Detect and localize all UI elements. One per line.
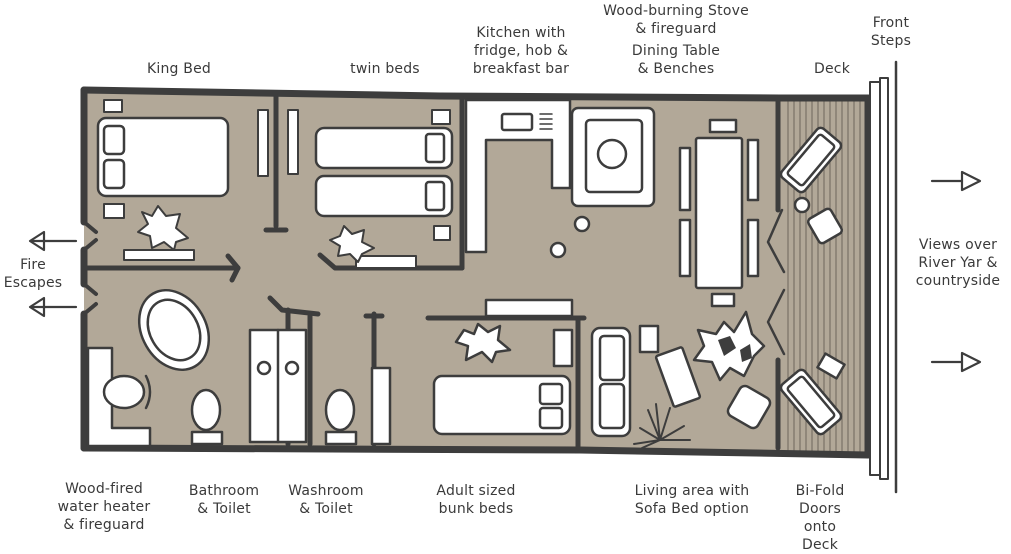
twin-room-furniture bbox=[287, 109, 451, 269]
fire-escape-arrows bbox=[28, 230, 78, 318]
twin-beds bbox=[314, 126, 454, 218]
kitchen-units bbox=[464, 98, 591, 259]
label-kitchen: Kitchen with fridge, hob & breakfast bar bbox=[472, 25, 570, 77]
label-fire-escapes: Fire Escapes bbox=[3, 257, 63, 291]
label-washroom: Washroom & Toilet bbox=[288, 483, 364, 517]
king-bedroom-furniture bbox=[103, 99, 269, 261]
plant-icon bbox=[633, 403, 691, 449]
label-bathroom: Bathroom & Toilet bbox=[188, 483, 260, 517]
king-bed bbox=[96, 116, 230, 198]
label-twin-beds: twin beds bbox=[350, 61, 420, 77]
label-dining: Dining Table & Benches bbox=[631, 43, 721, 77]
bifold-doors bbox=[766, 208, 786, 356]
outer-walls bbox=[80, 86, 872, 459]
fire-escape-doors bbox=[82, 220, 98, 316]
deck-furniture bbox=[779, 126, 846, 436]
living-rug-patches bbox=[718, 336, 752, 362]
label-living: Living area with Sofa Bed option bbox=[634, 483, 750, 517]
washroom-fixtures bbox=[248, 328, 392, 446]
label-bunk-beds: Adult sized bunk beds bbox=[436, 483, 516, 517]
label-king-bed: King Bed bbox=[147, 61, 211, 77]
label-views: Views over River Yar & countryside bbox=[915, 237, 1001, 289]
label-water-heater: Wood-fired water heater & fireguard bbox=[57, 481, 151, 533]
label-deck: Deck bbox=[814, 61, 850, 77]
bathroom-fixtures bbox=[86, 289, 224, 448]
label-front-steps: Front Steps bbox=[870, 15, 912, 49]
label-bifold: Bi-Fold Doors onto Deck bbox=[795, 483, 845, 553]
label-stove: Wood-burning Stove & fireguard bbox=[603, 3, 749, 37]
front-steps bbox=[869, 60, 898, 494]
dining-table-benches bbox=[678, 118, 760, 308]
view-arrows bbox=[930, 170, 982, 373]
bunk-beds bbox=[432, 298, 574, 436]
wood-burning-stove bbox=[570, 106, 656, 208]
